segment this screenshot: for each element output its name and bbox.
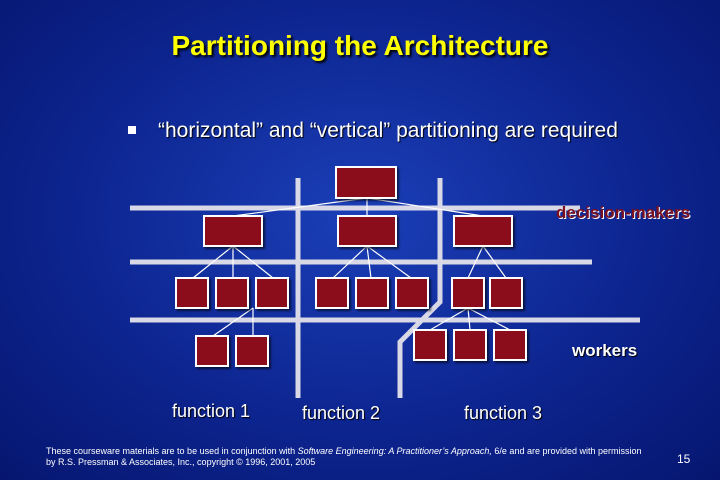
footer-text-part2: 6/e and are provided with permission by … (46, 446, 642, 467)
vertical-partition-lines (295, 178, 443, 398)
worker-module (395, 277, 429, 309)
worker-module (413, 329, 447, 361)
slide-title: Partitioning the Architecture (171, 30, 549, 61)
worker-module (493, 329, 527, 361)
function-1-label: function 1 (172, 401, 251, 421)
function-2-label: function 2 (302, 403, 381, 423)
worker-module (215, 277, 249, 309)
decision-maker-module-1 (203, 215, 263, 247)
worker-module (453, 329, 487, 361)
bullet-square-icon (128, 126, 136, 134)
decision-makers-label: decision-makers (556, 203, 691, 222)
page-number: 15 (677, 452, 691, 466)
decision-maker-module-3 (453, 215, 513, 247)
connectors (192, 197, 511, 337)
workers-label: workers (572, 341, 638, 360)
worker-module (175, 277, 209, 309)
decision-maker-module-2 (337, 215, 397, 247)
worker-module (195, 335, 229, 367)
worker-module (451, 277, 485, 309)
bullet-text: “horizontal” and “vertical” partitioning… (158, 119, 618, 142)
footer-text-part1: These courseware materials are to be use… (46, 446, 298, 456)
top-manager-module (335, 166, 397, 199)
footer-book-title: Software Engineering: A Practitioner’s A… (297, 446, 492, 456)
worker-module (255, 277, 289, 309)
worker-module (235, 335, 269, 367)
worker-module (489, 277, 523, 309)
horizontal-partition-lines (130, 205, 640, 323)
modules (175, 166, 527, 367)
vertical-line-right (397, 178, 443, 398)
function-3-label: function 3 (464, 403, 543, 423)
footer-copyright: These courseware materials are to be use… (46, 446, 646, 468)
worker-module (315, 277, 349, 309)
worker-module (355, 277, 389, 309)
